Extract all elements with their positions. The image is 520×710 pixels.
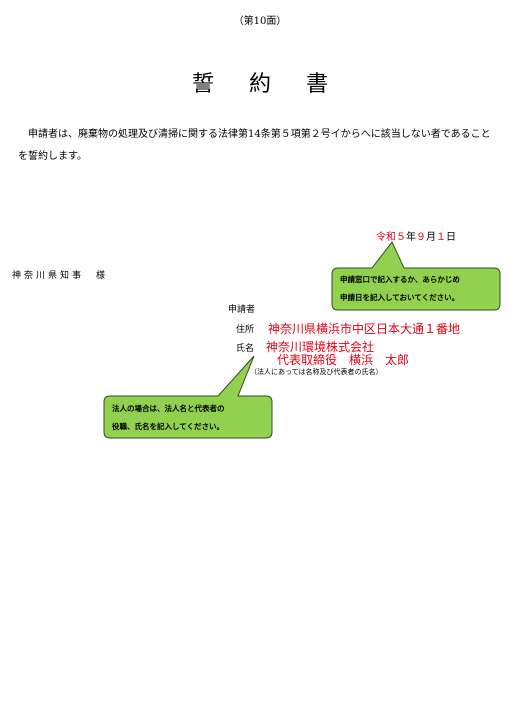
- date-month-unit: 月: [426, 232, 436, 243]
- date-year: ５: [396, 232, 406, 243]
- date-line: 令和５年９月１日: [376, 228, 456, 243]
- company-name-value: 神奈川環境株式会社: [266, 340, 375, 354]
- applicant-label: 申請者: [228, 305, 256, 315]
- addressee: 神奈川県知事 様: [12, 271, 109, 281]
- name-label: 氏名: [236, 344, 255, 354]
- address-label: 住所: [236, 325, 255, 335]
- name-callout-shape: [103, 355, 273, 439]
- name-field-note: （法人にあっては名称及び代表者の氏名）: [250, 368, 383, 376]
- date-month: ９: [416, 232, 426, 243]
- name-callout-line-2: 役職、氏名を記入してください。: [112, 422, 225, 431]
- date-callout-shape: [331, 241, 501, 311]
- name-callout-text: 法人の場合は、法人名と代表者の 役職、氏名を記入してください。: [112, 400, 268, 436]
- pledge-statement: 申請者は、廃棄物の処理及び清掃に関する法律第14条第５項第２号イからへに該当しな…: [18, 129, 491, 162]
- date-year-unit: 年: [406, 232, 416, 243]
- representative-value: 代表取締役 横浜 太郎: [277, 353, 410, 367]
- date-callout-line-2: 申請日を記入しておいてください。: [340, 293, 460, 302]
- date-callout-line-1: 申請窓口で記入するか、あらかじめ: [340, 275, 460, 284]
- date-callout-text: 申請窓口で記入するか、あらかじめ 申請日を記入しておいてください。: [340, 271, 500, 307]
- name-callout-line-1: 法人の場合は、法人名と代表者の: [112, 404, 225, 413]
- page-number: （第10面）: [233, 16, 287, 27]
- date-day: １: [436, 232, 446, 243]
- document-title: 誓 約 書: [192, 72, 342, 97]
- date-day-unit: 日: [446, 232, 456, 243]
- date-era: 令和: [376, 232, 396, 243]
- address-value: 神奈川県横浜市中区日本大通１番地: [268, 322, 461, 336]
